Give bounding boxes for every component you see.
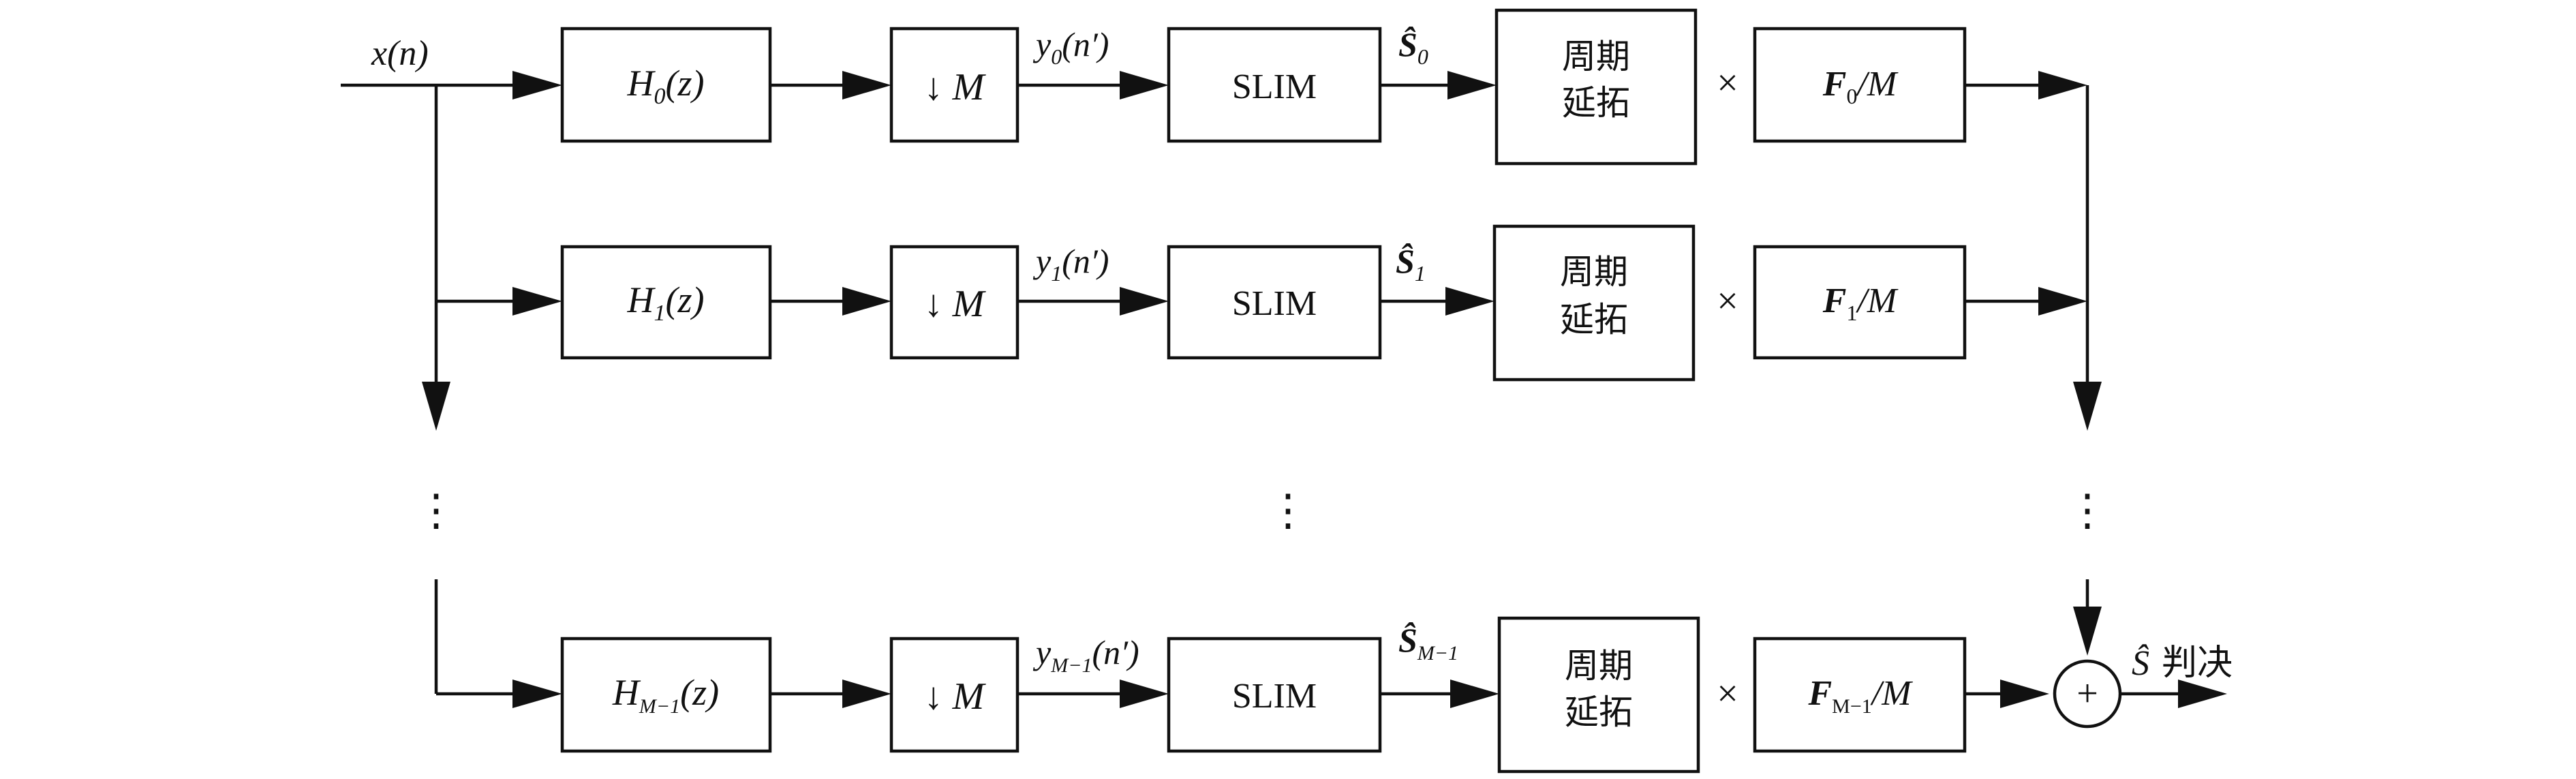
filter-hm1-label: HM−1(z) — [612, 672, 719, 718]
s1-hat-label: Ŝ1 — [1396, 242, 1426, 286]
ellipsis-right: ⋮ — [2066, 486, 2109, 534]
filter-h1-label: H1(z) — [627, 279, 705, 326]
slim-m1-label: SLIM — [1232, 677, 1317, 716]
downsampler-block-0 — [889, 27, 1019, 143]
row-0-wires — [770, 71, 2087, 100]
filter-block-h1 — [560, 245, 772, 360]
slim-block-1 — [1167, 245, 1382, 360]
slim-1-label: SLIM — [1232, 284, 1317, 323]
output-bus — [2073, 85, 2102, 656]
f-block-0-label: F0/M — [1822, 65, 1899, 108]
periodic-extension-m1-line1: 周期 — [1565, 646, 1633, 686]
ym1-label: yM−1(n′) — [1032, 633, 1139, 677]
filter-block-h0 — [560, 27, 772, 143]
downsampler-block-1 — [889, 245, 1019, 360]
ellipsis-left: ⋮ — [414, 486, 458, 534]
periodic-extension-block-1 — [1492, 224, 1696, 382]
slim-block-0 — [1167, 27, 1382, 143]
row-m1-wires — [770, 679, 2049, 708]
input-signal-label: x(n) — [371, 34, 429, 73]
ellipsis-middle: ⋮ — [1266, 486, 1310, 534]
s0-hat-label: Ŝ0 — [1398, 25, 1428, 69]
periodic-extension-m1-line2: 延拓 — [1565, 692, 1633, 732]
f-block-1-label: F1/M — [1822, 281, 1899, 325]
row-0: H0(z) ↓ M y0(n′) SLIM Ŝ0 周期 延拓 × F0/M — [560, 8, 1967, 166]
sm1-hat-label: ŜM−1 — [1398, 621, 1458, 665]
slim-0-label: SLIM — [1232, 67, 1317, 106]
periodic-extension-1-line1: 周期 — [1560, 252, 1628, 292]
downsampler-m1-label: ↓ M — [924, 675, 987, 718]
periodic-extension-1-line2: 延拓 — [1560, 300, 1628, 339]
slim-block-m1 — [1167, 637, 1382, 753]
multiply-sign-m1: × — [1717, 673, 1738, 715]
multiply-sign-1: × — [1717, 280, 1738, 322]
downsampler-1-label: ↓ M — [924, 283, 987, 325]
y1-label: y1(n′) — [1032, 242, 1109, 286]
row-1-wires — [770, 287, 2087, 316]
summing-junction-plus: + — [2076, 673, 2098, 715]
f-block-m1-label: FM−1/M — [1807, 674, 1913, 718]
periodic-extension-block-m1 — [1497, 616, 1700, 774]
row-1: H1(z) ↓ M y1(n′) SLIM Ŝ1 周期 延拓 × F1/M — [560, 224, 1967, 382]
periodic-extension-0-line2: 延拓 — [1562, 83, 1630, 123]
f-block-0 — [1753, 27, 1967, 143]
downsampler-0-label: ↓ M — [924, 66, 987, 108]
y0-label: y0(n′) — [1032, 25, 1109, 69]
filter-h0-label: H0(z) — [627, 63, 705, 109]
f-block-1 — [1753, 245, 1967, 360]
periodic-extension-block-0 — [1494, 8, 1698, 166]
multiply-sign-0: × — [1717, 62, 1738, 104]
input-bus — [341, 71, 562, 708]
periodic-extension-0-line1: 周期 — [1562, 37, 1630, 76]
